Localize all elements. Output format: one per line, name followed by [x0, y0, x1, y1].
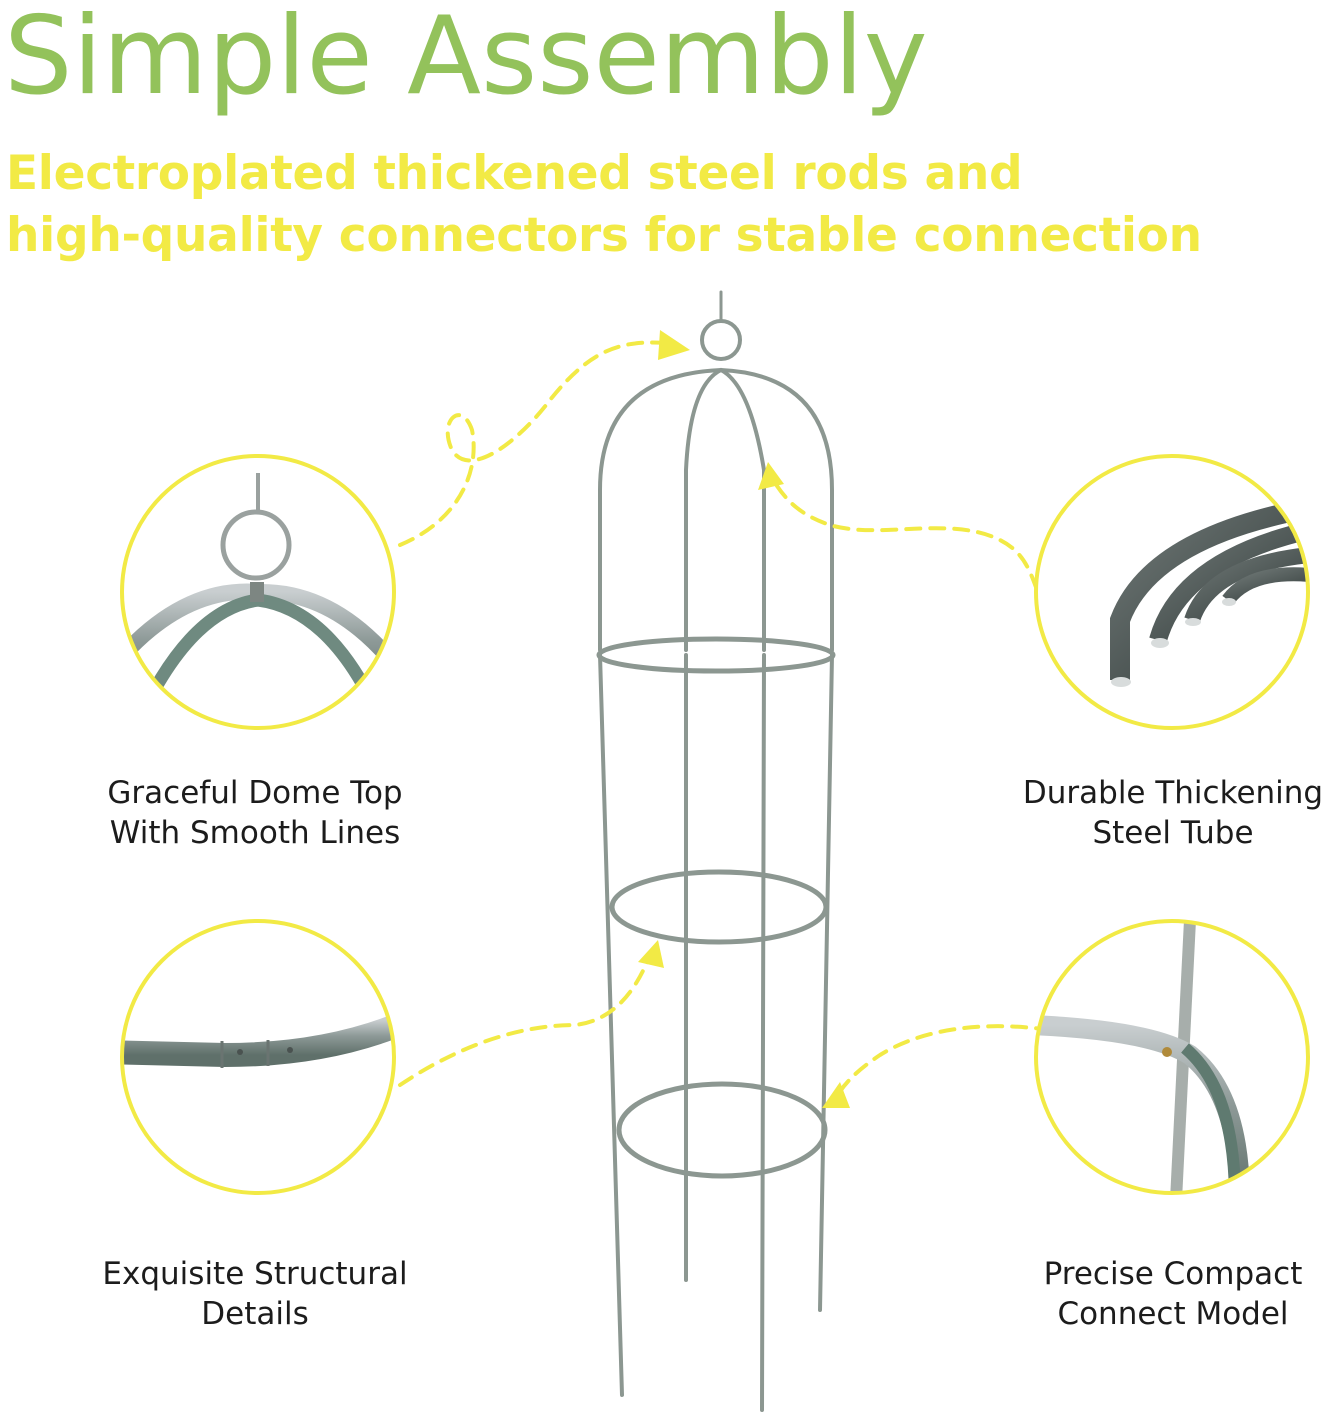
dome-top-detail-circle: [120, 454, 396, 730]
steel-tube-detail-circle: [1034, 454, 1310, 730]
caption-line: Precise Compact: [1043, 1256, 1303, 1292]
caption-line: Durable Thickening: [1022, 775, 1324, 811]
feature-caption-connect-model: Precise Compact Connect Model: [963, 1254, 1335, 1334]
feature-caption-dome-top: Graceful Dome Top With Smooth Lines: [45, 773, 465, 853]
subtitle-line-1: Electroplated thickened steel rods and: [6, 146, 1023, 201]
subtitle-line-2: high-quality connectors for stable conne…: [6, 208, 1202, 263]
dashed-arrows: [398, 340, 1062, 1102]
feature-caption-steel-tube: Durable Thickening Steel Tube: [963, 773, 1335, 853]
caption-line: With Smooth Lines: [109, 815, 401, 851]
structural-detail-circle: [120, 919, 396, 1195]
caption-line: Connect Model: [1057, 1296, 1289, 1332]
caption-line: Details: [201, 1296, 309, 1332]
connector-detail-circle: [1034, 919, 1310, 1195]
obelisk-trellis: [596, 290, 836, 1412]
feature-caption-structural-details: Exquisite Structural Details: [45, 1254, 465, 1334]
caption-line: Exquisite Structural: [102, 1256, 408, 1292]
arrowheads: [638, 330, 850, 1108]
page-title: Simple Assembly: [4, 0, 928, 119]
caption-line: Steel Tube: [1092, 815, 1254, 851]
caption-line: Graceful Dome Top: [107, 775, 403, 811]
